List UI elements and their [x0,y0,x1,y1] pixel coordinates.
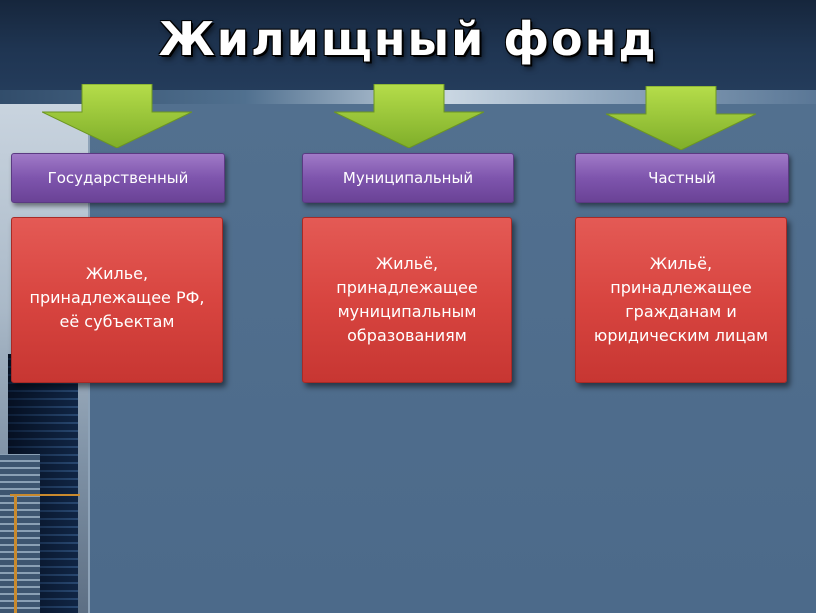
crane-mast [14,494,17,613]
crane-arm [10,494,80,496]
description-private: Жильё, принадлежащее гражданам и юридиче… [575,217,787,383]
description-municipal: Жильё, принадлежащее муниципальным образ… [302,217,512,383]
description-line: образованиям [347,326,467,345]
category-label: Государственный [47,169,189,187]
category-label: Частный [648,169,716,187]
category-state: Государственный [11,153,225,203]
tower-image-secondary [0,454,40,613]
description-line: принадлежащее [610,278,752,297]
arrow-down-icon-3 [606,86,756,150]
arrow-down-icon-1 [42,84,192,148]
description-line: принадлежащее РФ, [29,288,205,307]
description-state: Жилье, принадлежащее РФ, её субъектам [11,217,223,383]
description-line: гражданам и [625,302,737,321]
arrow-down-icon-2 [334,84,484,148]
description-line: её субъектам [59,312,175,331]
description-line: Жильё, [375,254,439,273]
description-line: юридическим лицам [593,326,769,345]
description-line: принадлежащее [336,278,478,297]
description-line: Жилье, [85,264,149,283]
title-bar [0,0,816,90]
description-line: муниципальным [337,302,477,321]
category-label: Муниципальный [342,169,474,187]
page-title: Жилищный фонд [158,12,658,66]
category-municipal: Муниципальный [302,153,514,203]
description-line: Жильё, [649,254,713,273]
category-private: Частный [575,153,789,203]
